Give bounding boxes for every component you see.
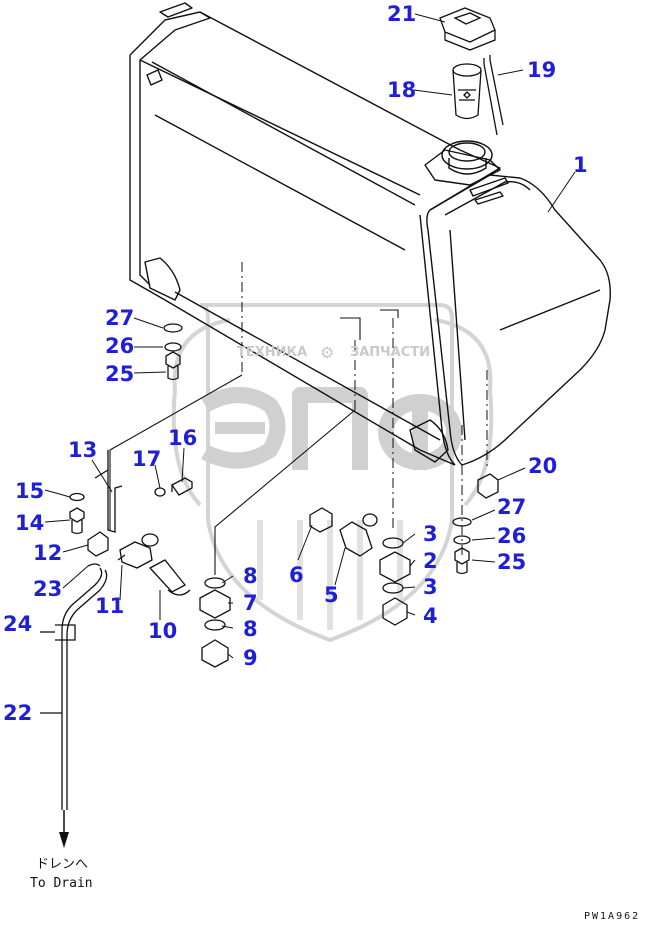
leader-lines xyxy=(44,13,576,659)
drain-arrow xyxy=(59,810,69,848)
callout-14[interactable]: 14 xyxy=(15,511,45,535)
callout-15[interactable]: 15 xyxy=(15,479,45,503)
clamp-12-group xyxy=(87,531,109,567)
callout-27b[interactable]: 27 xyxy=(497,495,527,519)
callout-24[interactable]: 24 xyxy=(3,612,33,636)
center-lines xyxy=(241,262,488,555)
routing-lines xyxy=(109,309,399,575)
callout-27a[interactable]: 27 xyxy=(105,306,135,330)
valve-11-group xyxy=(117,533,191,596)
callout-9[interactable]: 9 xyxy=(243,646,258,670)
callout-5[interactable]: 5 xyxy=(324,583,339,607)
callout-4[interactable]: 4 xyxy=(423,604,438,628)
fittings-5-6 xyxy=(309,507,378,557)
callout-17[interactable]: 17 xyxy=(132,447,162,471)
callout-16[interactable]: 16 xyxy=(168,426,198,450)
filler-cap-part xyxy=(439,7,496,51)
callout-25b[interactable]: 25 xyxy=(497,550,527,574)
drain-note-japanese: ドレンへ xyxy=(36,857,89,872)
plug-20 xyxy=(477,473,499,499)
callout-18[interactable]: 18 xyxy=(387,78,417,102)
callout-26b[interactable]: 26 xyxy=(497,524,527,548)
hardware-right xyxy=(452,517,472,575)
callout-8a[interactable]: 8 xyxy=(243,564,258,588)
callout-8b[interactable]: 8 xyxy=(243,617,258,641)
watermark-gear-icon: ⚙ xyxy=(320,343,335,362)
watermark-right-text: ЗАПЧАСТИ xyxy=(350,345,431,360)
callout-12[interactable]: 12 xyxy=(33,541,63,565)
hardware-left xyxy=(163,323,183,381)
dipstick-part xyxy=(483,55,504,136)
callout-13[interactable]: 13 xyxy=(68,438,98,462)
callout-21[interactable]: 21 xyxy=(387,2,417,26)
callout-3a[interactable]: 3 xyxy=(423,522,438,546)
callout-23[interactable]: 23 xyxy=(33,577,63,601)
callout-22[interactable]: 22 xyxy=(3,701,33,725)
callout-2[interactable]: 2 xyxy=(423,549,438,573)
callout-3b[interactable]: 3 xyxy=(423,575,438,599)
fittings-7-8-9 xyxy=(199,577,231,668)
watermark-left-text: ТЕХНИКА xyxy=(237,345,308,360)
drain-hose xyxy=(40,567,108,810)
callout-20[interactable]: 20 xyxy=(528,454,558,478)
callout-19[interactable]: 19 xyxy=(527,58,557,82)
drain-note-english: To Drain xyxy=(30,876,93,891)
callout-25a[interactable]: 25 xyxy=(105,362,135,386)
callout-10[interactable]: 10 xyxy=(148,619,178,643)
drawing-code: PW1A962 xyxy=(584,911,641,922)
callout-1[interactable]: 1 xyxy=(573,153,588,177)
callout-7[interactable]: 7 xyxy=(243,591,258,615)
fuel-tank xyxy=(129,2,611,466)
callout-11[interactable]: 11 xyxy=(95,594,125,618)
watermark-emblem xyxy=(201,387,462,470)
callout-6[interactable]: 6 xyxy=(289,563,304,587)
bracket-13-group xyxy=(69,450,193,535)
strainer-part xyxy=(452,63,482,120)
callout-26a[interactable]: 26 xyxy=(105,334,135,358)
